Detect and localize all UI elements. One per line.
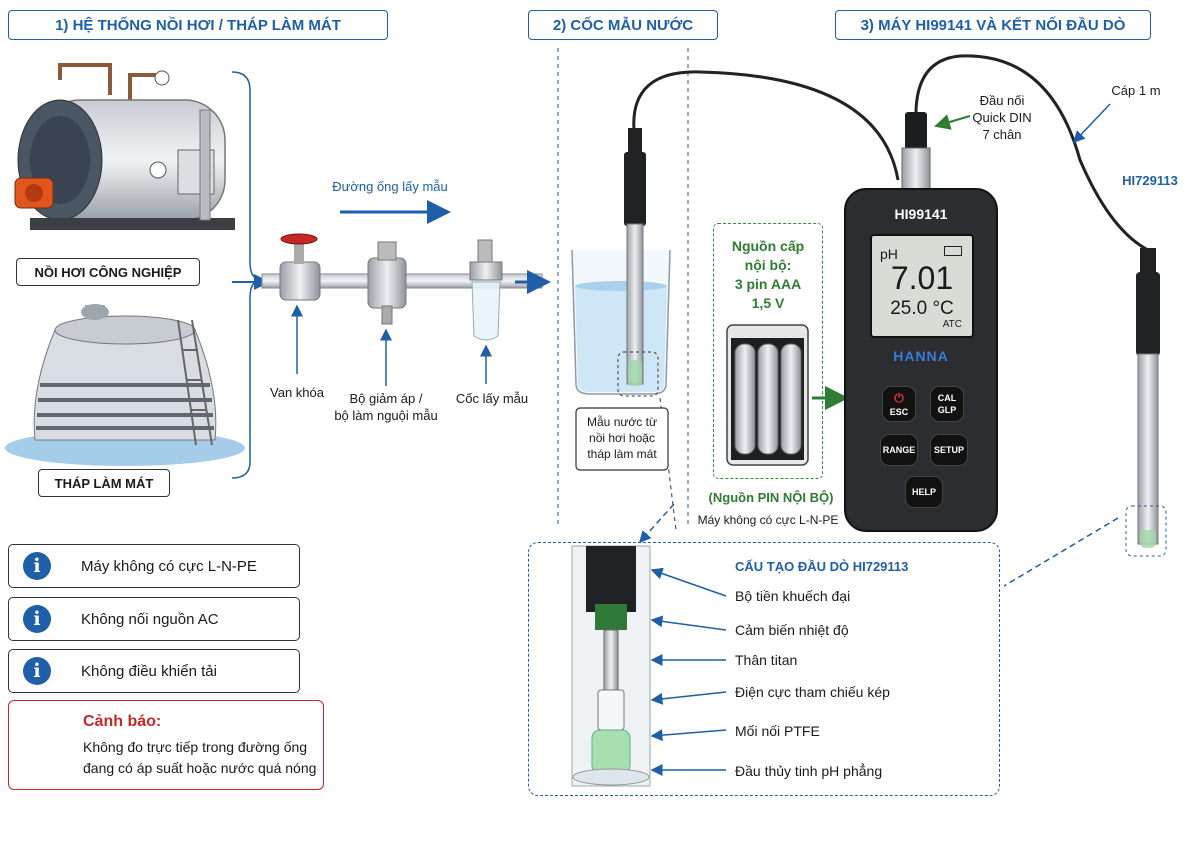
cooling-tower-illustration [5, 304, 245, 466]
beaker-caption-1: Mẫu nước từ [587, 415, 657, 429]
probe-detail-illustration [571, 545, 651, 787]
warning-line-2: đang có áp suất hoặc nước quá nóng [83, 760, 317, 776]
boiler-illustration [14, 63, 235, 230]
part-ptfe-junction: Mối nối PTFE [735, 723, 820, 739]
note-no-load-control: i Không điều khiển tải [8, 649, 300, 693]
warning-line-1: Không đo trực tiếp trong đường ống [83, 739, 308, 755]
power-icon: ⏻ [894, 391, 904, 405]
display-unit: pH [880, 246, 898, 262]
power-line-2: nội bộ: [744, 257, 792, 273]
display-atc: ATC [942, 319, 962, 330]
hanna-logo: HANNA [893, 348, 949, 364]
cooling-tower-label: THÁP LÀM MÁT [38, 469, 170, 497]
boiler-label: NỒI HƠI CÔNG NGHIỆP [16, 258, 200, 286]
beaker-caption-2: nồi hơi hoặc [589, 431, 655, 445]
section-title-beaker: 2) CỐC MẪU NƯỚC [528, 10, 718, 40]
part-preamplifier: Bộ tiền khuếch đại [735, 588, 851, 604]
range-button[interactable]: RANGE [880, 434, 918, 466]
probe-right-illustration [1136, 248, 1160, 548]
connector-label-3: 7 chân [982, 127, 1022, 142]
cable-length-label: Cáp 1 m [1111, 83, 1161, 98]
meter-display: pH 7.01 25.0 °C ATC [870, 234, 974, 338]
cal-glp-button[interactable]: CAL GLP [930, 386, 964, 422]
display-ph-value: 7.01 [890, 260, 954, 296]
reducer-label-1: Bộ giảm áp / [349, 391, 423, 406]
power-line-1: Nguồn cấp [731, 238, 805, 254]
warning-title: Cảnh báo: [83, 713, 162, 730]
sampling-pipe-label: Đường ống lấy mẫu [332, 179, 448, 194]
info-icon: i [23, 552, 51, 580]
info-icon: i [23, 657, 51, 685]
battery-icon [944, 246, 962, 256]
sampler-cup-label: Cốc lấy mẫu [455, 391, 529, 406]
internal-power-box [713, 223, 823, 479]
cal-label: CAL [937, 393, 957, 403]
probe-in-beaker [624, 128, 646, 386]
power-line-3: 3 pin AAA [734, 276, 802, 292]
glp-label: GLP [937, 405, 957, 415]
help-button[interactable]: HELP [905, 476, 943, 508]
connector-label-1: Đầu nối [979, 93, 1025, 108]
info-icon: i [23, 605, 51, 633]
note-text: Máy không có cực L-N-PE [81, 558, 257, 575]
warning-box: Cảnh báo: Không đo trực tiếp trong đường… [8, 700, 324, 790]
power-line-4: 1,5 V [751, 295, 785, 311]
probe-detail-title: CẤU TẠO ĐẦU DÒ HI729113 [735, 559, 909, 574]
battery-pack-illustration [726, 324, 809, 466]
note-no-ac: i Không nối nguồn AC [8, 597, 300, 641]
part-flat-glass-tip: Đầu thủy tinh pH phẳng [735, 763, 883, 779]
meter-caption: Máy không có cực L-N-PE [697, 513, 839, 527]
beaker-illustration [571, 249, 671, 395]
power-caption: (Nguồn PIN NỘI BỘ) [708, 490, 834, 505]
display-temperature: 25.0 °C [890, 298, 954, 319]
sampling-pipe-illustration [261, 200, 551, 341]
note-text: Không nối nguồn AC [81, 611, 219, 628]
probe-detail-box [528, 542, 1000, 796]
part-double-reference: Điện cực tham chiếu kép [735, 684, 890, 700]
reducer-label-2: bộ làm nguội mẫu [334, 408, 438, 423]
section-title-system: 1) HỆ THỐNG NỒI HƠI / THÁP LÀM MÁT [8, 10, 388, 40]
probe-model-label: HI729113 [1122, 173, 1178, 188]
esc-button[interactable]: ⏻ ESC [882, 386, 916, 422]
setup-button[interactable]: SETUP [930, 434, 968, 466]
part-titanium-body: Thân titan [735, 652, 798, 668]
note-no-lnpe: i Máy không có cực L-N-PE [8, 544, 300, 588]
meter-model: HI99141 [894, 206, 948, 222]
valve-label: Van khóa [270, 385, 324, 400]
hi99141-meter: HI99141 pH 7.01 25.0 °C ATC HANNA ⏻ ESC … [844, 188, 998, 532]
part-temp-sensor: Cảm biến nhiệt độ [735, 622, 849, 638]
beaker-caption-3: tháp làm mát [587, 447, 657, 461]
section-title-meter: 3) MÁY HI99141 VÀ KẾT NỐI ĐẦU DÒ [835, 10, 1151, 40]
esc-button-label: ESC [889, 407, 909, 417]
connector-label-2: Quick DIN [972, 110, 1032, 125]
note-text: Không điều khiển tải [81, 663, 217, 680]
